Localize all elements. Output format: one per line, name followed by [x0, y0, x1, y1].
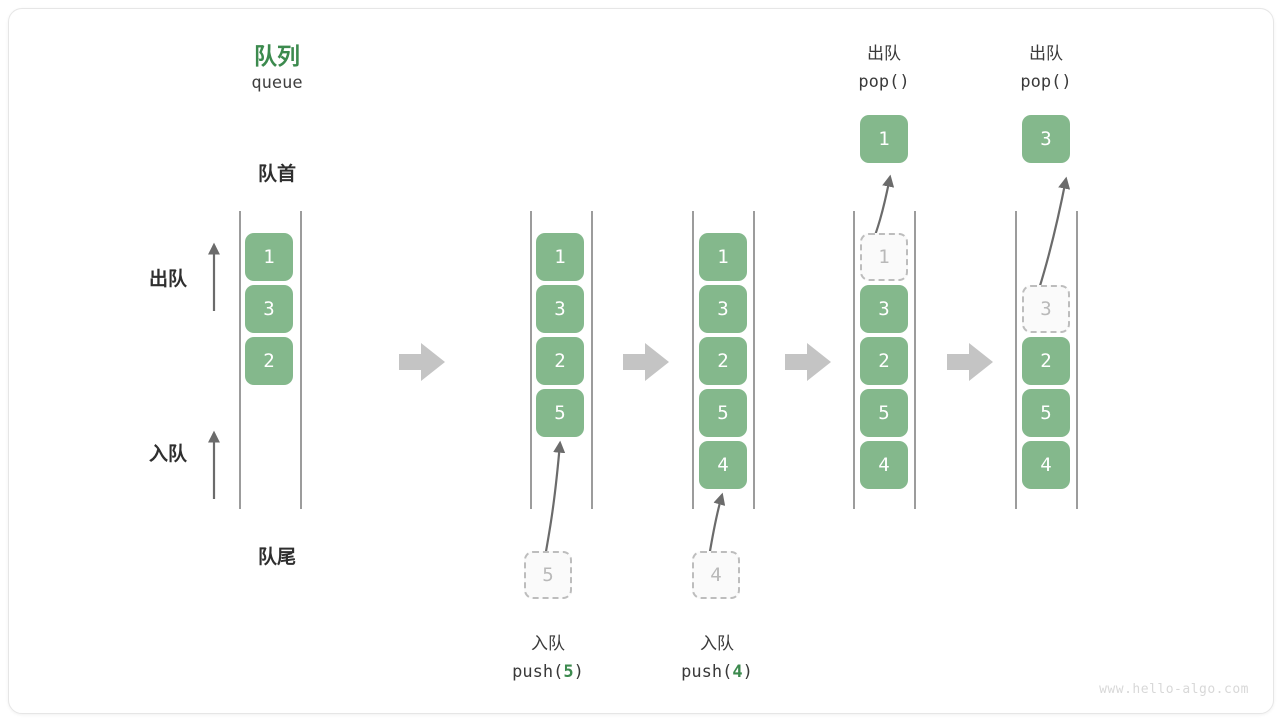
push-4-arrow [707, 492, 726, 558]
queue-cell: 1 [699, 233, 747, 281]
queue-cell: 5 [536, 389, 584, 437]
push-5-code-pre: push( [512, 662, 564, 682]
pop-1-caption-cn: 出队 [867, 44, 901, 64]
pop-3-code-pre: pop( [1020, 72, 1062, 92]
queue-cell: 5 [860, 389, 908, 437]
queue-cell: 5 [699, 389, 747, 437]
queue-cell: 2 [860, 337, 908, 385]
queue-cell: 3 [245, 285, 293, 333]
diagram-overlay [207, 174, 1078, 558]
diagram-stage: 队列 queue 队首 队尾 出队 入队 1 3 2 1 3 2 5 5 入队 … [9, 9, 1273, 713]
incoming-element: 5 [524, 551, 572, 599]
push-4-code-arg: 4 [732, 662, 743, 682]
push-5-caption-cn: 入队 [531, 634, 565, 654]
queue-cell-ghost: 1 [860, 233, 908, 281]
popped-element: 1 [860, 115, 908, 163]
push-4-code-pre: push( [681, 662, 733, 682]
rear-label: 队尾 [257, 546, 296, 568]
push-4-code-post: ) [742, 662, 753, 682]
push-4-caption-cn: 入队 [700, 634, 734, 654]
watermark: www.hello-algo.com [1099, 682, 1249, 697]
pop-3-caption-cn: 出队 [1029, 44, 1063, 64]
push-5-caption-code: push(5) [468, 662, 628, 682]
queue-cell: 2 [245, 337, 293, 385]
push-5-arrow [543, 440, 566, 558]
queue-cell-ghost: 3 [1022, 285, 1070, 333]
pop-1-caption-code: pop() [804, 72, 964, 92]
queue-cell: 4 [860, 441, 908, 489]
page-subtitle: queue [251, 73, 303, 93]
push-4-caption-code: push(4) [637, 662, 797, 682]
popped-element: 3 [1022, 115, 1070, 163]
queue-cell: 3 [699, 285, 747, 333]
pop-3-arrow [1037, 176, 1071, 290]
push-5-code-post: ) [573, 662, 584, 682]
page-title: 队列 [254, 44, 300, 70]
front-label: 队首 [257, 163, 296, 185]
queue-cell: 2 [536, 337, 584, 385]
queue-cell: 4 [1022, 441, 1070, 489]
queue-cell: 3 [860, 285, 908, 333]
incoming-element: 4 [692, 551, 740, 599]
queue-cell: 1 [245, 233, 293, 281]
enqueue-direction-label: 入队 [148, 443, 187, 465]
queue-cell: 3 [536, 285, 584, 333]
queue-cell: 1 [536, 233, 584, 281]
push-5-code-arg: 5 [563, 662, 574, 682]
queue-cell: 5 [1022, 389, 1070, 437]
diagram-card: 队列 queue 队首 队尾 出队 入队 1 3 2 1 3 2 5 5 入队 … [8, 8, 1274, 714]
pop-3-code-post: ) [1061, 72, 1072, 92]
pop-3-caption-code: pop() [966, 72, 1126, 92]
queue-cell: 2 [1022, 337, 1070, 385]
queue-cell: 4 [699, 441, 747, 489]
pop-1-code-pre: pop( [858, 72, 900, 92]
dequeue-direction-label: 出队 [148, 268, 187, 290]
pop-1-code-post: ) [899, 72, 910, 92]
operation-arrows [543, 174, 1071, 558]
queue-cell: 2 [699, 337, 747, 385]
queue-rails [239, 211, 1078, 509]
